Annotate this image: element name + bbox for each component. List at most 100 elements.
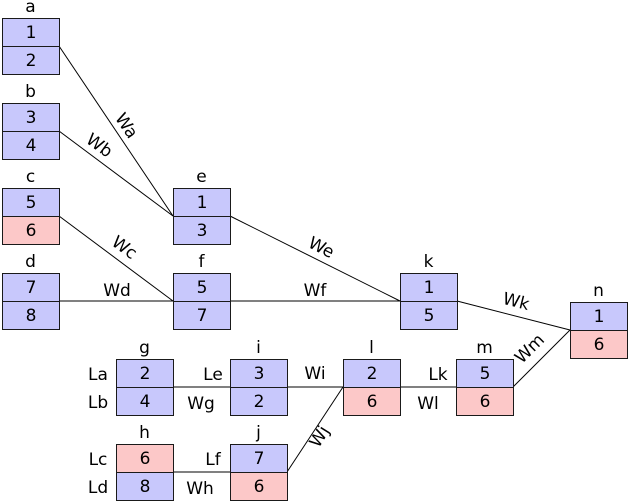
node-d: d78: [2, 252, 60, 330]
edge-wa: Wa: [58, 45, 174, 217]
side-label-la: La: [88, 365, 108, 385]
node-value-l-bottom: 6: [367, 392, 378, 412]
node-value-e-top: 1: [197, 193, 208, 213]
node-g: g24: [116, 338, 174, 416]
node-title-n: n: [593, 281, 604, 301]
node-f: f57: [173, 252, 231, 330]
edge-wb: Wb: [58, 130, 174, 217]
node-m: m56: [456, 338, 514, 416]
node-title-e: e: [196, 167, 206, 187]
edge-wi: Wi: [287, 364, 343, 388]
side-label-lk: Lk: [428, 365, 447, 385]
node-title-b: b: [25, 82, 36, 102]
node-cell-b-bottom: [2, 131, 60, 160]
node-value-h-bottom: 8: [140, 477, 151, 497]
edge-label-wc: Wc: [108, 232, 141, 264]
node-cell-h-top: [116, 444, 174, 473]
node-b: b 3 4: [2, 82, 60, 160]
node-cell-e-bottom: [173, 216, 231, 245]
side-label-lc: Lc: [89, 450, 108, 470]
node-cell-k-bottom: [400, 301, 458, 330]
node-value-j-bottom: 6: [254, 477, 265, 497]
node-cell-g-top: [116, 359, 174, 388]
edge-wd: Wd: [59, 281, 173, 302]
node-title-f: f: [199, 252, 206, 272]
edge-label-wf: Wf: [304, 281, 328, 301]
side-label-lb: Lb: [88, 393, 108, 413]
node-cell-i-bottom: [230, 387, 288, 416]
edge-wf: Wf: [230, 281, 400, 302]
edge-label-wh: Wh: [186, 479, 214, 499]
node-value-m-bottom: 6: [480, 392, 491, 412]
node-value-b-bottom: 4: [26, 136, 37, 156]
node-value-k-bottom: 5: [424, 306, 435, 326]
node-n: n 1 6: [570, 281, 628, 359]
node-cell-l-bottom: [343, 387, 401, 416]
edge-line-wa: [58, 45, 174, 217]
node-value-d-bottom: 8: [26, 306, 37, 326]
node-value-i-top: 3: [254, 364, 265, 384]
node-cell-h-bottom: [116, 472, 174, 501]
node-value-b-top: 3: [26, 108, 37, 128]
node-c: c56: [2, 167, 60, 245]
edge-line-wc: [58, 215, 174, 302]
node-value-n-top: 1: [594, 307, 605, 327]
edge-line-wb: [58, 130, 174, 217]
edge-label-wb: Wb: [82, 130, 116, 162]
edge-line-wj: [286, 386, 344, 473]
node-title-m: m: [476, 338, 493, 358]
edge-label-we: We: [305, 233, 337, 263]
node-title-a: a: [25, 0, 35, 17]
node-j: j76: [230, 423, 288, 501]
node-cell-b-top: [2, 103, 60, 132]
node-value-a-top: 1: [26, 23, 37, 43]
node-value-c-top: 5: [26, 193, 37, 213]
node-value-a-bottom: 2: [26, 51, 37, 71]
side-label-le: Le: [203, 365, 223, 385]
edge-label-wi: Wi: [304, 364, 325, 384]
edge-label-wm: Wm: [511, 330, 549, 368]
node-cell-i-top: [230, 359, 288, 388]
node-value-i-bottom: 2: [254, 392, 265, 412]
node-e: e13: [173, 167, 231, 245]
node-cell-f-bottom: [173, 301, 231, 330]
node-title-d: d: [25, 252, 36, 272]
edge-line-we: [229, 215, 401, 302]
edge-line-wm: [512, 329, 571, 388]
edge-wj: Wj: [286, 386, 344, 473]
node-cell-a-bottom: [2, 46, 60, 75]
edge-label-wa: Wa: [110, 110, 141, 143]
node-value-l-top: 2: [367, 364, 378, 384]
node-i: i 3 2: [230, 338, 288, 416]
side-label-ld: Ld: [88, 478, 108, 498]
edge-wk: Wk: [456, 289, 571, 331]
side-label-lf: Lf: [205, 450, 221, 470]
node-value-n-bottom: 6: [594, 335, 605, 355]
node-cell-g-bottom: [116, 387, 174, 416]
node-cell-j-bottom: [230, 472, 288, 501]
node-title-c: c: [26, 167, 35, 187]
edge-label-wg: Wg: [187, 394, 215, 414]
node-cell-m-top: [456, 359, 514, 388]
edge-wg: Wg: [173, 386, 230, 414]
node-cell-c-bottom: [2, 216, 60, 245]
node-a: a 1 2: [2, 0, 60, 75]
edge-label-wd: Wd: [103, 281, 131, 301]
node-value-h-top: 6: [140, 449, 151, 469]
node-value-k-top: 1: [424, 278, 435, 298]
edge-wm: Wm: [511, 329, 571, 388]
node-cell-l-top: [343, 359, 401, 388]
node-title-g: g: [139, 338, 150, 358]
edge-label-wl: Wl: [417, 394, 439, 414]
node-cell-d-bottom: [2, 301, 60, 330]
edge-wl: Wl: [400, 386, 456, 414]
node-title-i: i: [256, 338, 261, 358]
edge-label-wk: Wk: [501, 289, 532, 315]
node-title-h: h: [139, 423, 150, 443]
node-value-g-bottom: 4: [140, 392, 151, 412]
node-title-l: l: [369, 338, 374, 358]
